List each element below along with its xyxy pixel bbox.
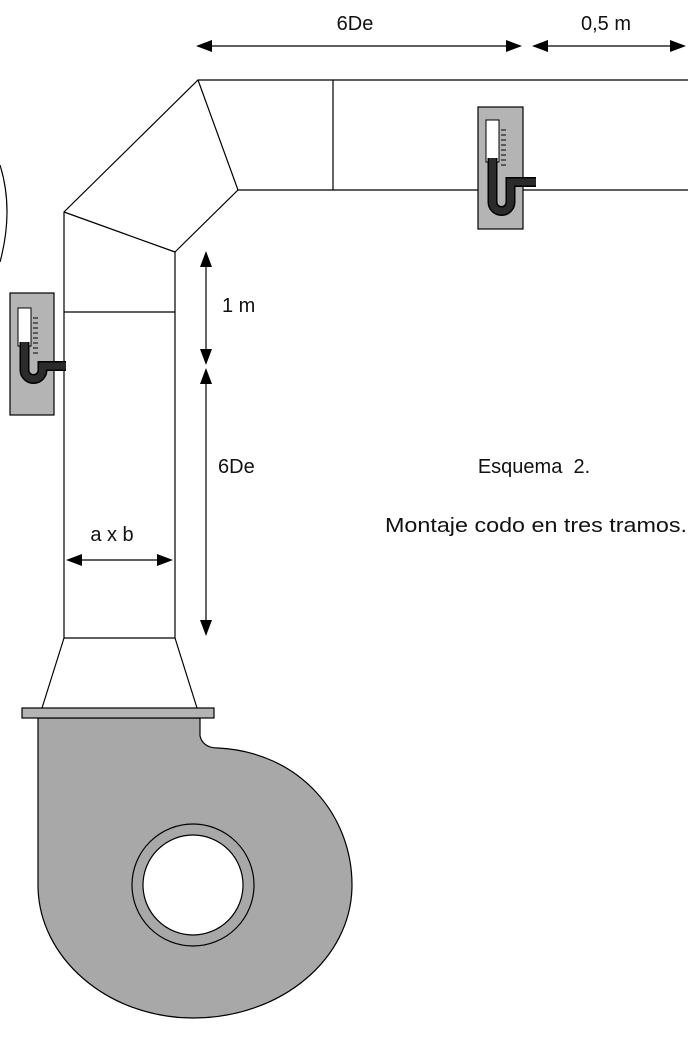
edge-circle-fragment <box>0 164 8 263</box>
fan-flange <box>21 707 215 719</box>
caption-title: Esquema 2. <box>478 456 590 478</box>
label-duct-section: a x b <box>90 524 133 546</box>
fan-inlet <box>142 834 244 936</box>
dimension-vertical-length <box>200 368 212 636</box>
label-vertical-length: 6De <box>218 456 255 478</box>
caption-subtitle: Montaje codo en tres tramos. <box>385 515 687 537</box>
dimension-vertical-offset <box>200 251 212 365</box>
dimension-duct-section <box>66 554 173 566</box>
dimension-top-length <box>196 40 522 52</box>
label-top-offset: 0,5 m <box>581 13 631 35</box>
u-tube-manometer-icon <box>9 292 66 416</box>
duct-outline <box>63 79 688 639</box>
u-tube-manometer-icon <box>477 106 536 230</box>
label-top-length: 6De <box>337 13 374 35</box>
label-vertical-offset: 1 m <box>222 295 255 317</box>
centrifugal-fan-icon <box>21 707 353 1019</box>
dimension-top-offset <box>532 40 686 52</box>
fan-transition <box>41 637 198 709</box>
